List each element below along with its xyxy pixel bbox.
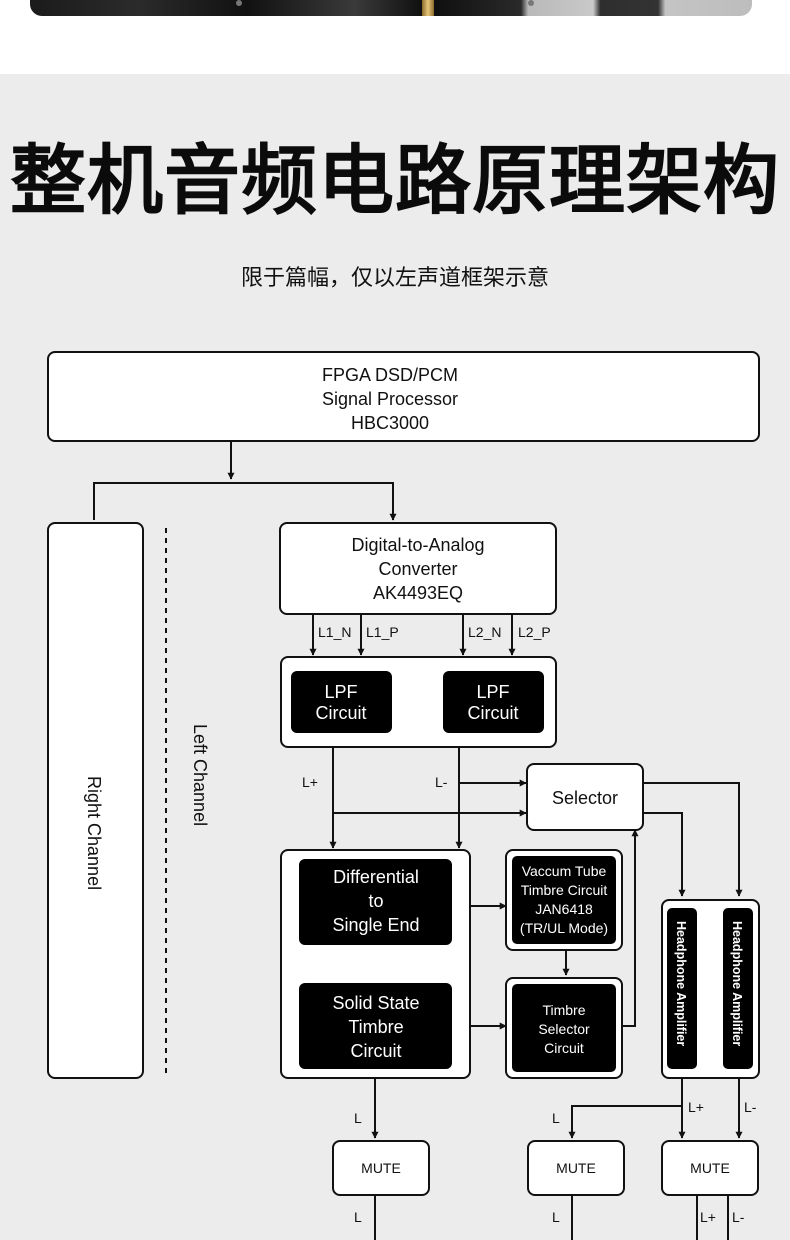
timbre-group: Differential to Single End Solid State T… (280, 849, 471, 1079)
signal-label: L- (435, 774, 448, 790)
vacuum-tube-block: Vaccum Tube Timbre Circuit JAN6418 (TR/U… (505, 849, 623, 951)
right-channel-block: Right Channel (47, 522, 144, 1079)
dac-block: Digital-to-Analog Converter AK4493EQ (279, 522, 557, 615)
lpf-label: Circuit (467, 703, 518, 723)
solid-state-label: Circuit (350, 1041, 401, 1061)
mute-block: MUTE (332, 1140, 430, 1196)
dac-output-labels: L1_N L1_P L2_N L2_P (318, 624, 551, 640)
signal-label: L+ (302, 774, 318, 790)
fpga-label-line: Signal Processor (322, 389, 458, 409)
signal-label: L+ (700, 1209, 716, 1225)
fpga-label-line: HBC3000 (351, 413, 429, 433)
signal-label: L (354, 1110, 362, 1126)
timbre-selector-label: Selector (538, 1021, 590, 1037)
signal-label: L (354, 1209, 362, 1225)
headphone-amplifier-label: Headphone Amplifier (730, 921, 744, 1046)
timbre-selector-label: Timbre (542, 1002, 585, 1018)
differential-label: Differential (333, 867, 419, 887)
fpga-block: FPGA DSD/PCM Signal Processor HBC3000 (47, 351, 760, 442)
dac-label-line: AK4493EQ (373, 583, 463, 603)
lpf-label: LPF (324, 682, 357, 702)
right-channel-label: Right Channel (84, 776, 104, 890)
output-signal-labels: L L L+ L- L L L+ L- (354, 1099, 757, 1225)
page-title: 整机音频电路原理架构 (10, 136, 780, 225)
mute-block: MUTE (661, 1140, 759, 1196)
vacuum-tube-label: Timbre Circuit (521, 882, 608, 898)
differential-label: Single End (332, 915, 419, 935)
signal-label: L2_N (468, 624, 501, 640)
lpf-label: Circuit (315, 703, 366, 723)
vacuum-tube-label: Vaccum Tube (522, 863, 607, 879)
solid-state-label: Timbre (348, 1017, 403, 1037)
signal-label: L (552, 1209, 560, 1225)
mute-label: MUTE (556, 1160, 596, 1176)
product-photo-strip (30, 0, 752, 16)
fpga-label-line: FPGA DSD/PCM (322, 365, 458, 385)
mute-label: MUTE (361, 1160, 401, 1176)
page-subtitle: 限于篇幅，仅以左声道框架示意 (240, 266, 549, 291)
strip-button (236, 0, 242, 6)
solid-state-label: Solid State (332, 993, 419, 1013)
vacuum-tube-label: (TR/UL Mode) (520, 920, 608, 936)
differential-label: to (368, 891, 383, 911)
headphone-amplifier-label: Headphone Amplifier (674, 921, 688, 1046)
vacuum-tube-label: JAN6418 (535, 901, 593, 917)
timbre-selector-label: Circuit (544, 1040, 584, 1056)
mute-block: MUTE (527, 1140, 625, 1196)
lpf-group: LPF Circuit LPF Circuit (280, 656, 557, 748)
signal-label: L (552, 1110, 560, 1126)
timbre-selector-block: Timbre Selector Circuit (505, 977, 623, 1079)
signal-label: L- (744, 1099, 757, 1115)
signal-label: L+ (688, 1099, 704, 1115)
signal-label: L1_N (318, 624, 351, 640)
connection-lines (93, 441, 743, 1240)
signal-label: L1_P (366, 624, 399, 640)
mute-label: MUTE (690, 1160, 730, 1176)
selector-label: Selector (552, 788, 618, 808)
strip-button (528, 0, 534, 6)
signal-label: L2_P (518, 624, 551, 640)
lpf-label: LPF (476, 682, 509, 702)
selector-block: Selector (526, 763, 644, 831)
dac-label-line: Converter (378, 559, 457, 579)
headphone-amplifier-group: Headphone Amplifier Headphone Amplifier (661, 899, 760, 1079)
signal-label: L- (732, 1209, 745, 1225)
dac-label-line: Digital-to-Analog (351, 535, 484, 555)
gold-connector (422, 0, 434, 16)
left-channel-label: Left Channel (190, 724, 210, 826)
